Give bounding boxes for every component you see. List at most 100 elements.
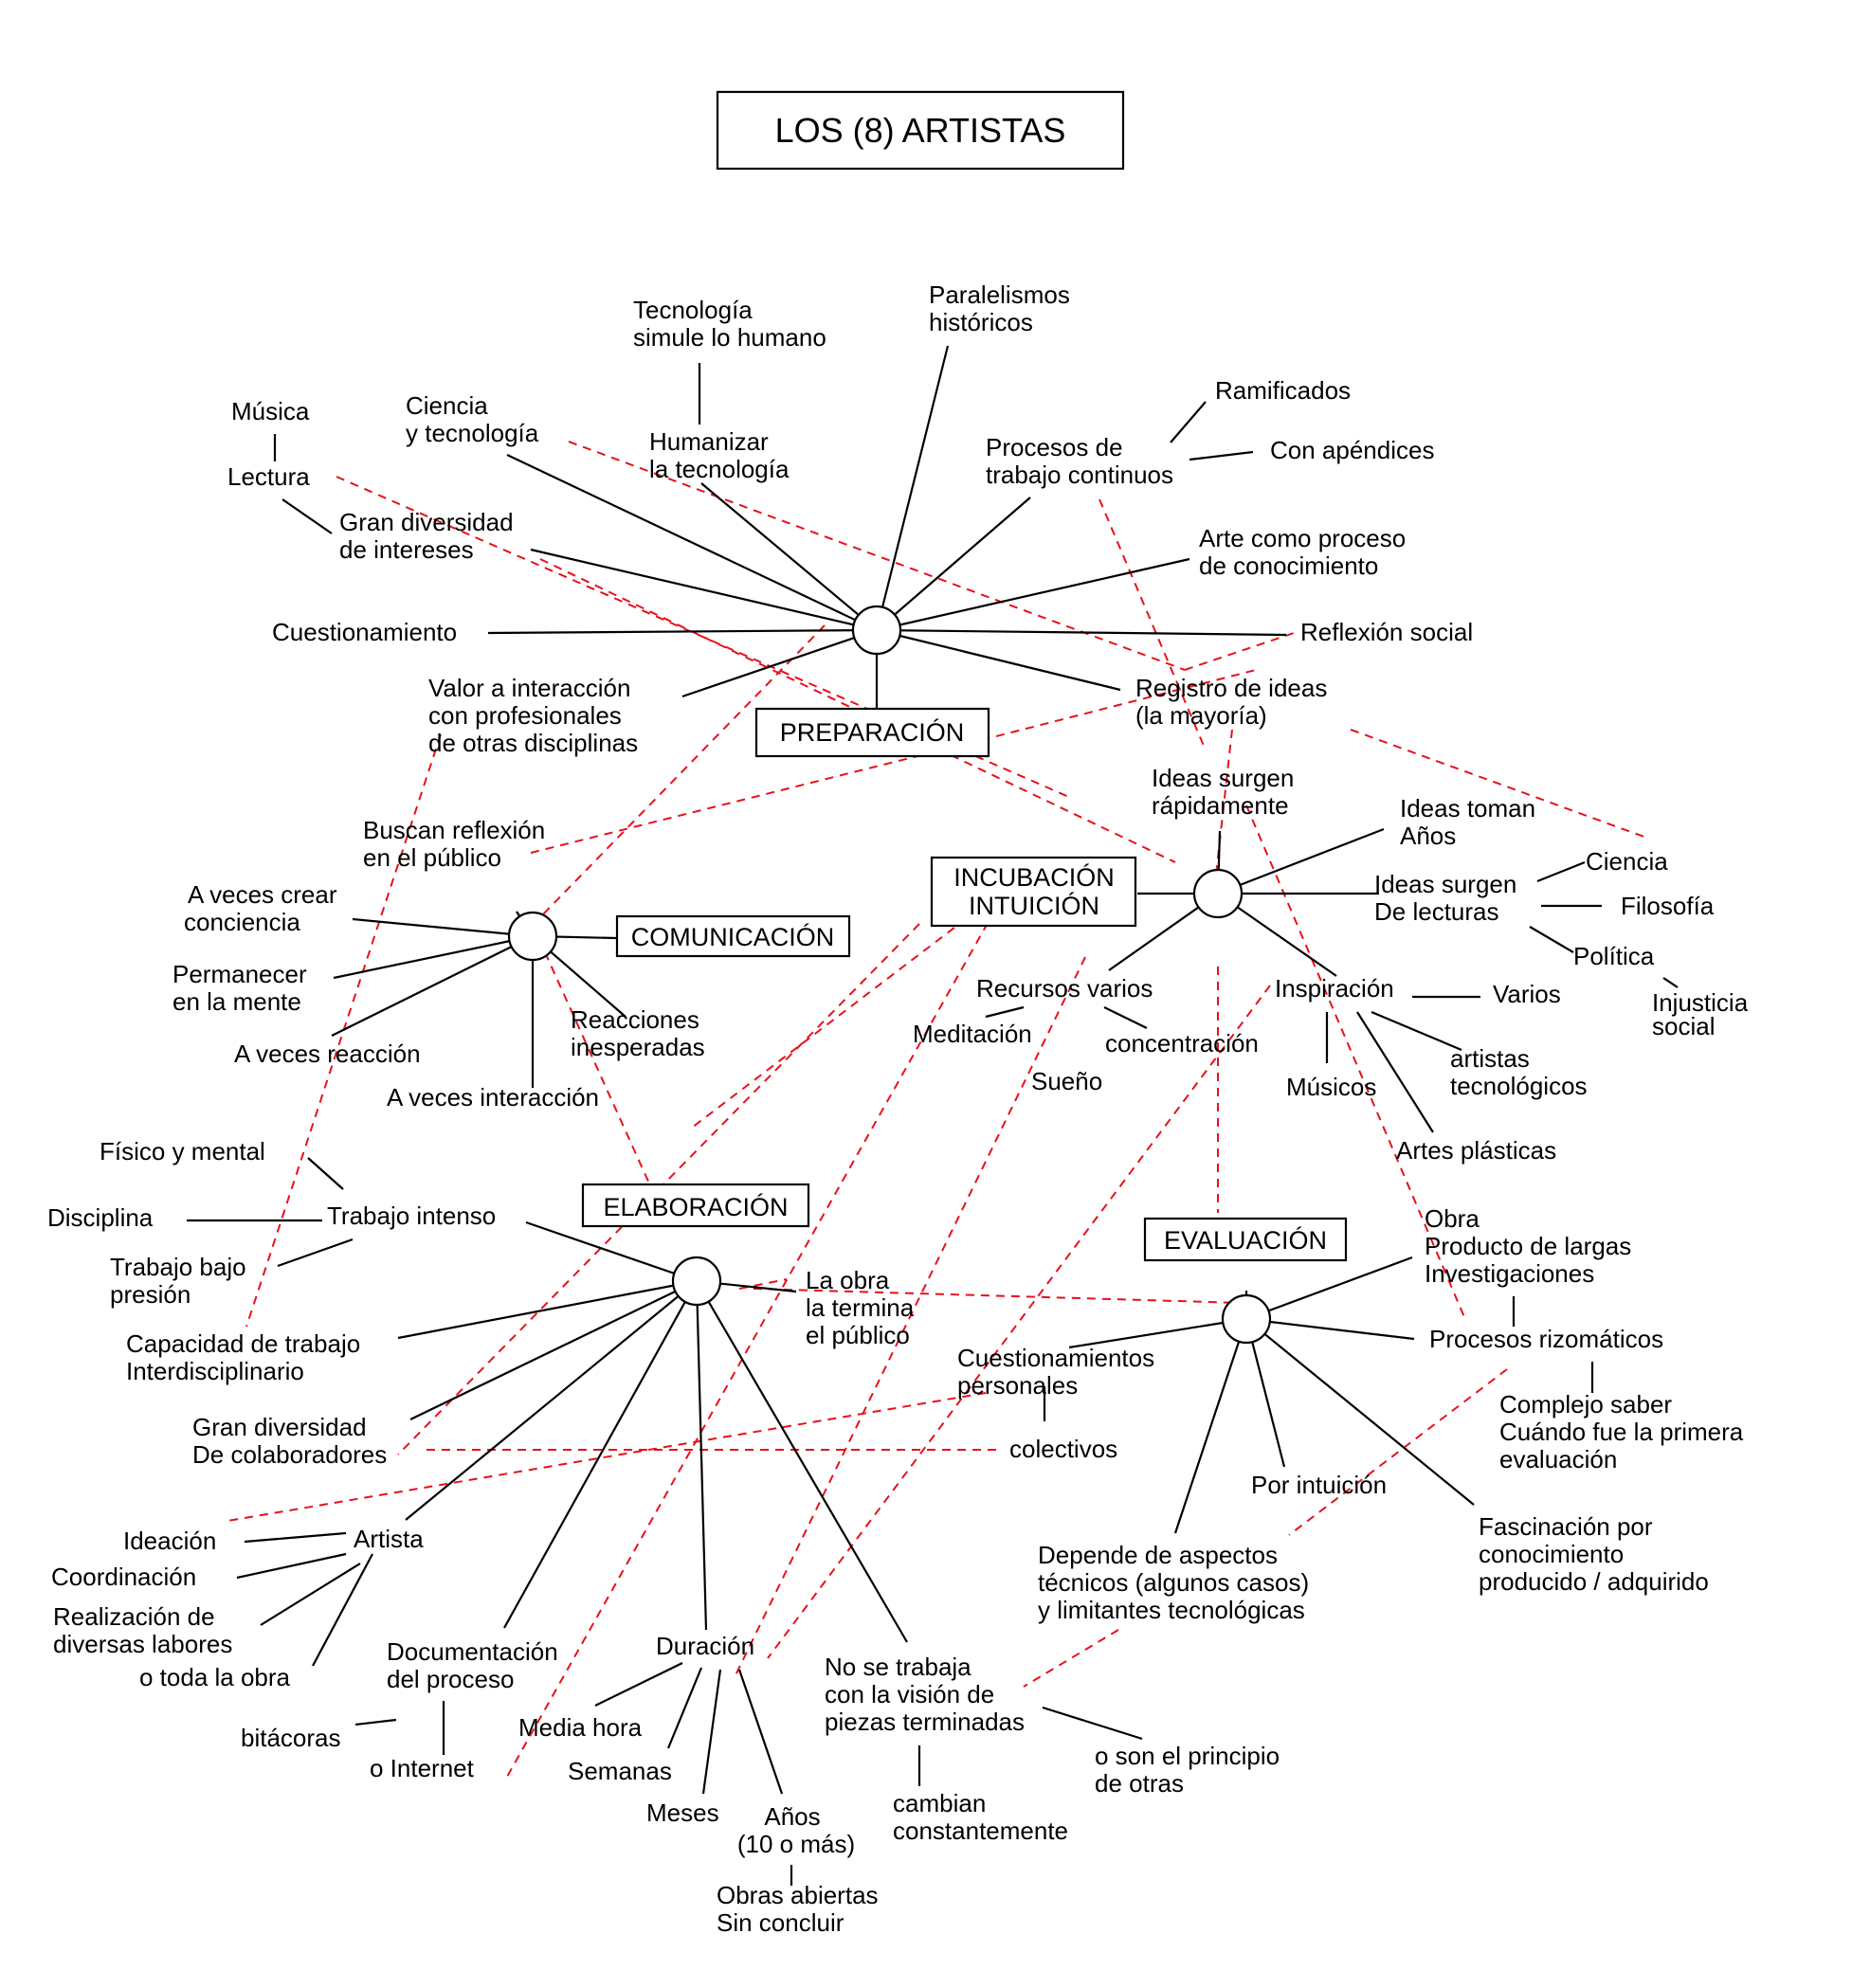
node-obra-publico: la termina bbox=[806, 1293, 915, 1322]
node-ideas-surgen-rapido: Ideas surgen bbox=[1152, 764, 1294, 792]
node-varios: Varios bbox=[1493, 980, 1561, 1008]
node-reacciones: Reacciones bbox=[571, 1005, 699, 1034]
node-bitacoras: bitácoras bbox=[241, 1724, 341, 1752]
node-procesos-trabajo: trabajo continuos bbox=[986, 461, 1173, 489]
node-depende: técnicos (algunos casos) bbox=[1038, 1568, 1309, 1597]
node-cuestionamientos: Cuestionamientos bbox=[957, 1344, 1154, 1372]
node-valor-interaccion: con profesionales bbox=[428, 701, 622, 730]
node-arte-proceso: de conocimiento bbox=[1199, 551, 1378, 580]
node-obra-producto: Investigaciones bbox=[1425, 1259, 1594, 1288]
node-no-se-trabaja: piezas terminadas bbox=[825, 1708, 1025, 1736]
node-a-veces-interaccion: A veces interacción bbox=[387, 1083, 599, 1111]
evaluacion-hub bbox=[1221, 1293, 1272, 1345]
node-reacciones: inesperadas bbox=[571, 1033, 705, 1061]
stage-label: EVALUACIÓN bbox=[1164, 1225, 1327, 1255]
stage-label: COMUNICACIÓN bbox=[631, 922, 835, 951]
node-fascinacion: Fascinación por bbox=[1479, 1512, 1653, 1541]
node-gran-diversidad-intereses: Gran diversidad bbox=[339, 508, 514, 536]
node-ideas-surgen-rapido: rápidamente bbox=[1152, 791, 1289, 820]
node-complejo-saber: Cuándo fue la primera bbox=[1499, 1418, 1744, 1446]
stage-preparacion: PREPARACIÓN bbox=[754, 707, 990, 758]
node-politica: Política bbox=[1573, 942, 1655, 970]
node-con-apendices: Con apéndices bbox=[1270, 436, 1434, 464]
node-sueno: Sueño bbox=[1031, 1067, 1102, 1095]
node-ideas-toman: Años bbox=[1400, 822, 1456, 850]
node-ideas-lecturas: Ideas surgen bbox=[1374, 870, 1516, 898]
node-permanecer: en la mente bbox=[172, 987, 301, 1016]
preparacion-hub bbox=[851, 605, 902, 656]
node-a-veces-crear: conciencia bbox=[184, 908, 300, 936]
node-ideacion: Ideación bbox=[123, 1527, 216, 1555]
svg-text:Años(10 o más): Años(10 o más) bbox=[737, 1802, 855, 1858]
node-trabajo-bajo: presión bbox=[110, 1280, 191, 1309]
node-son-principio: de otras bbox=[1095, 1769, 1184, 1798]
node-valor-interaccion: de otras disciplinas bbox=[428, 729, 638, 757]
title-box: LOS (8) ARTISTAS bbox=[716, 90, 1125, 171]
elaboracion-hub bbox=[671, 1256, 722, 1307]
node-ciencia-tecnologia: Ciencia bbox=[406, 391, 488, 420]
node-obras-abiertas: Obras abiertas bbox=[717, 1881, 879, 1909]
node-paralelismos: Paralelismos bbox=[929, 280, 1070, 309]
stage-comunicacion: COMUNICACIÓN bbox=[615, 914, 851, 958]
node-humanizar: Humanizar bbox=[649, 427, 769, 456]
node-toda-obra: o toda la obra bbox=[139, 1663, 291, 1691]
node-registro-ideas: (la mayoría) bbox=[1135, 701, 1267, 730]
node-buscan-reflexion: en el público bbox=[363, 843, 501, 872]
node-concentracion: concentración bbox=[1105, 1029, 1259, 1057]
node-obra-producto: Obra bbox=[1425, 1204, 1480, 1233]
node-obra-producto: Producto de largas bbox=[1425, 1232, 1631, 1260]
node-trabajo-intenso: Trabajo intenso bbox=[327, 1202, 496, 1230]
node-procesos-trabajo: Procesos de bbox=[986, 433, 1123, 461]
node-capacidad: Capacidad de trabajo bbox=[126, 1329, 360, 1358]
node-filosofia: Filosofía bbox=[1621, 892, 1715, 920]
node-gran-diversidad-colab: Gran diversidad bbox=[192, 1413, 367, 1441]
node-fisico-mental: Físico y mental bbox=[100, 1137, 265, 1166]
node-depende: y limitantes tecnológicas bbox=[1038, 1596, 1305, 1624]
node-meditacion: Meditación bbox=[913, 1020, 1032, 1048]
node-inspiracion: Inspiración bbox=[1275, 974, 1394, 1003]
node-valor-interaccion: Valor a interacción bbox=[428, 674, 630, 702]
node-procesos-rizo: Procesos rizomáticos bbox=[1429, 1325, 1663, 1353]
node-complejo-saber: evaluación bbox=[1499, 1445, 1617, 1473]
node-artistas-tecno: artistas bbox=[1450, 1044, 1530, 1073]
stage-label: INCUBACIÓN bbox=[953, 862, 1115, 892]
node-ciencia-tecnologia: y tecnología bbox=[406, 419, 539, 447]
node-tecnologia-simule: Tecnología bbox=[633, 296, 753, 324]
node-musica: Música bbox=[231, 397, 310, 425]
stage-label: INTUICIÓN bbox=[969, 891, 1099, 920]
node-registro-ideas: Registro de ideas bbox=[1135, 674, 1327, 702]
node-documentacion: del proceso bbox=[387, 1665, 514, 1693]
node-reflexion-social: Reflexión social bbox=[1300, 618, 1473, 646]
node-ciencia: Ciencia bbox=[1586, 847, 1668, 876]
node-duracion: Duración bbox=[656, 1632, 754, 1660]
node-realizacion: Realización de bbox=[53, 1602, 215, 1631]
node-coordinacion: Coordinación bbox=[51, 1563, 196, 1591]
node-injusticia: social bbox=[1652, 1012, 1715, 1040]
node-humanizar: la tecnología bbox=[649, 455, 790, 483]
node-ramificados: Ramificados bbox=[1215, 376, 1351, 405]
node-complejo-saber: Complejo saber bbox=[1499, 1390, 1672, 1419]
node-a-veces-reaccion: A veces reacción bbox=[234, 1039, 421, 1068]
incubacion-hub bbox=[1192, 868, 1244, 919]
node-cambian: constantemente bbox=[893, 1816, 1068, 1845]
